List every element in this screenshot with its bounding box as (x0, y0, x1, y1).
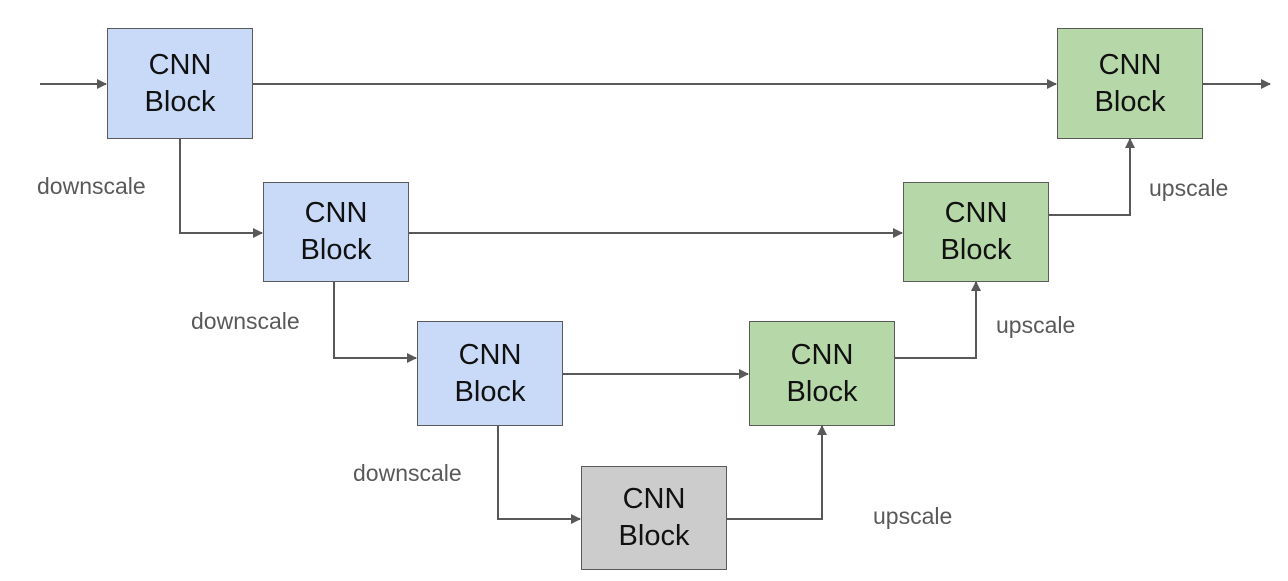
downscale-label-1: downscale (37, 173, 146, 199)
block-label-line1: CNN (622, 483, 686, 515)
block-label-line1: CNN (148, 48, 212, 81)
upscale-label-2: upscale (996, 312, 1076, 338)
block-label-line1: CNN (304, 197, 368, 229)
block-label-line2: Block (786, 375, 858, 408)
cnn-block-decoder-2: CNN Block (903, 182, 1049, 282)
block-label-line1: CNN (458, 338, 522, 371)
upscale-path-1 (727, 425, 827, 520)
downscale-label-2: downscale (191, 308, 300, 334)
block-label-line1: CNN (944, 197, 1008, 229)
downscale-path-2 (333, 282, 417, 363)
block-label-line2: Block (144, 85, 216, 118)
block-label-line2: Block (618, 520, 690, 552)
cnn-block-encoder-2: CNN Block (263, 182, 409, 282)
cnn-block-decoder-3: CNN Block (749, 321, 895, 426)
block-label-line2: Block (454, 375, 526, 408)
downscale-path-1 (179, 139, 263, 238)
block-label-line2: Block (300, 234, 372, 266)
downscale-label-3: downscale (353, 460, 462, 486)
cnn-block-encoder-1: CNN Block (107, 28, 253, 139)
upscale-label-3: upscale (1149, 175, 1229, 201)
block-label-line1: CNN (790, 338, 854, 371)
upscale-path-3 (1049, 138, 1135, 216)
cnn-block-bottleneck: CNN Block (581, 466, 727, 570)
block-label-line2: Block (1094, 85, 1166, 118)
cnn-block-decoder-1: CNN Block (1057, 28, 1203, 139)
block-label-line2: Block (940, 234, 1012, 266)
upscale-label-1: upscale (873, 503, 953, 529)
downscale-path-3 (497, 426, 581, 524)
upscale-path-2 (895, 281, 981, 359)
block-label-line1: CNN (1098, 48, 1162, 81)
cnn-block-encoder-3: CNN Block (417, 321, 563, 426)
